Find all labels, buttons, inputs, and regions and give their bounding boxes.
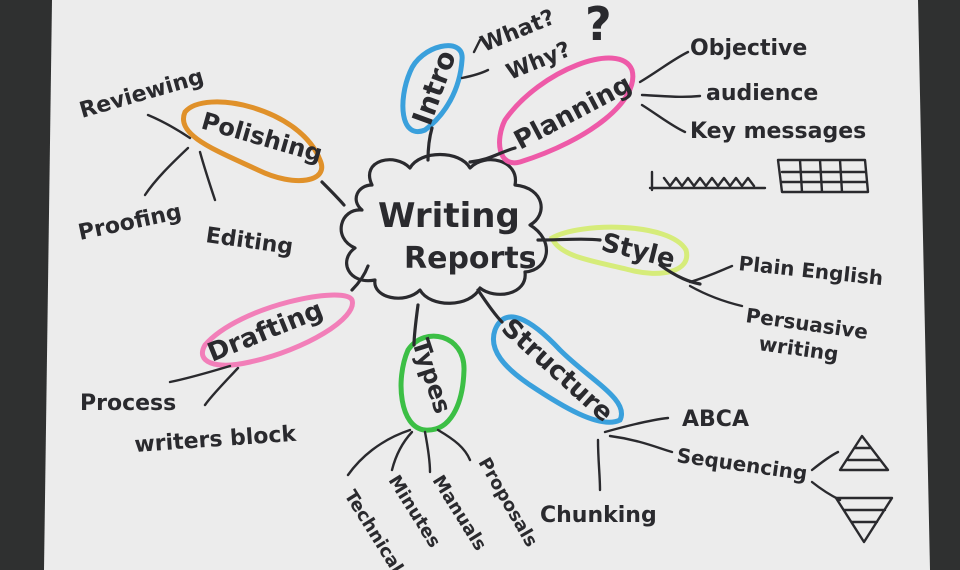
- planning-child-objective: Objective: [690, 36, 807, 61]
- center-node: Writing Reports: [339, 152, 548, 305]
- structure-highlight: [491, 314, 625, 425]
- drafting-highlight: [200, 292, 355, 368]
- pyramid-down-doodle: [834, 496, 894, 544]
- table-doodle: [776, 158, 870, 194]
- drafting-connector: [350, 264, 370, 292]
- structure-child-abca: ABCA: [682, 407, 749, 432]
- center-title-line1: Writing: [378, 196, 520, 236]
- style-connector: [536, 237, 702, 286]
- drafting-child-process: Process: [80, 391, 176, 416]
- style-highlight: [548, 224, 690, 276]
- intro-connector: [426, 126, 434, 162]
- planning-child-audience: audience: [706, 81, 818, 106]
- squiggle-doodle: [648, 170, 767, 192]
- polishing-connector: [320, 180, 346, 207]
- types-connector: [412, 303, 420, 347]
- planning-highlight: [497, 55, 636, 166]
- planning-connector: [468, 146, 517, 164]
- intro-highlight: [400, 43, 465, 135]
- polishing-highlight: [180, 99, 325, 184]
- planning-child-key-messages: Key messages: [690, 119, 866, 144]
- types-highlight: [398, 333, 467, 433]
- center-title-line2: Reports: [404, 241, 537, 276]
- structure-connector: [476, 288, 504, 324]
- pyramid-up-doodle: [838, 434, 890, 472]
- structure-child-chunking: Chunking: [540, 503, 657, 528]
- paper-sheet: [44, 0, 930, 570]
- question-mark-doodle: ?: [585, 0, 612, 51]
